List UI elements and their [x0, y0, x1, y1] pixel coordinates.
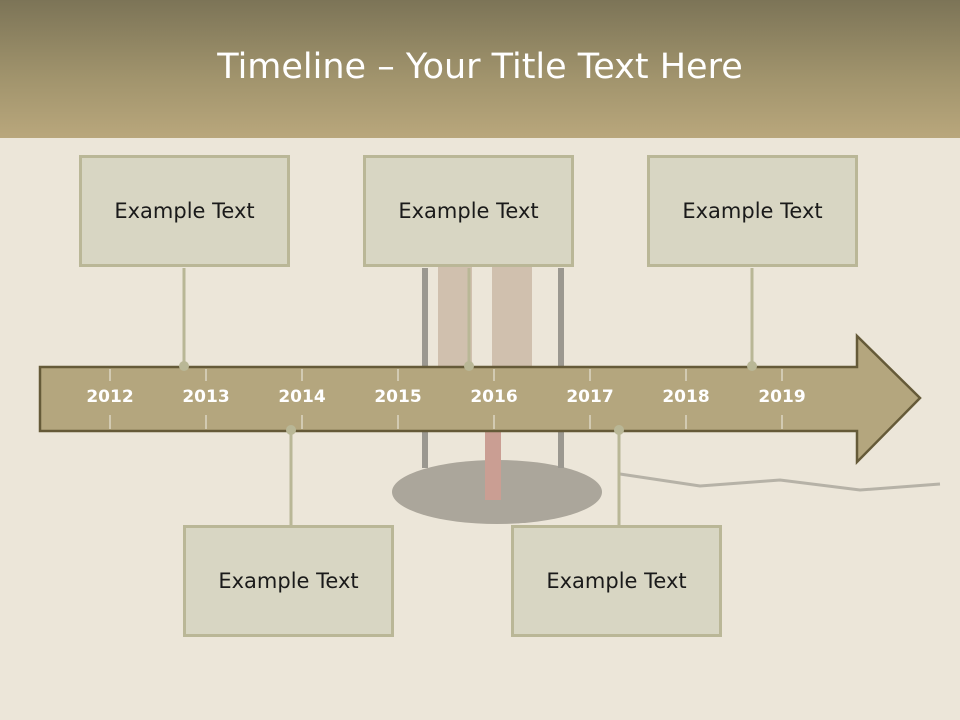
connector-dot-4 — [286, 425, 296, 435]
year-label-2017: 2017 — [566, 387, 614, 407]
sled-post — [485, 420, 501, 500]
connector-dot-5 — [614, 425, 624, 435]
header-bar — [0, 0, 960, 138]
milestone-card-top-3[interactable]: Example Text — [647, 155, 858, 267]
year-label-2012: 2012 — [86, 387, 134, 407]
year-label-2018: 2018 — [662, 387, 710, 407]
milestone-card-text: Example Text — [218, 569, 359, 593]
timeline-arrow — [38, 333, 922, 466]
athlete-leg-left — [438, 262, 472, 372]
connector-dot-1 — [179, 361, 189, 371]
athlete-leg-right — [492, 262, 532, 382]
milestone-card-text: Example Text — [546, 569, 687, 593]
slide-title: Timeline – Your Title Text Here — [217, 47, 743, 87]
year-label-2015: 2015 — [374, 387, 422, 407]
milestone-card-bottom-1[interactable]: Example Text — [183, 525, 394, 637]
milestone-card-text: Example Text — [114, 199, 255, 223]
year-label-2019: 2019 — [758, 387, 806, 407]
connector-dot-2 — [464, 361, 474, 371]
milestone-card-top-1[interactable]: Example Text — [79, 155, 290, 267]
milestone-card-top-2[interactable]: Example Text — [363, 155, 574, 267]
connector-dot-3 — [747, 361, 757, 371]
sand-track — [619, 472, 941, 492]
year-label-2016: 2016 — [470, 387, 518, 407]
milestone-card-text: Example Text — [682, 199, 823, 223]
year-label-2014: 2014 — [278, 387, 326, 407]
year-label-2013: 2013 — [182, 387, 230, 407]
milestone-card-bottom-2[interactable]: Example Text — [511, 525, 722, 637]
milestone-card-text: Example Text — [398, 199, 539, 223]
